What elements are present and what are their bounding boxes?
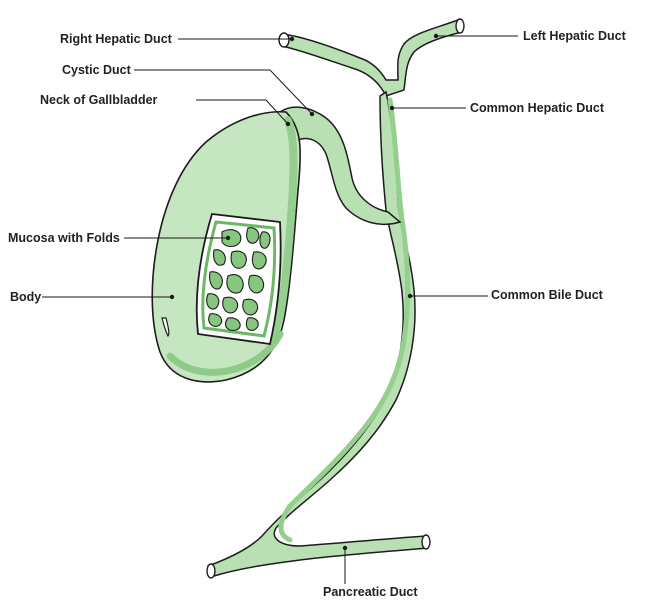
mucosa-fold <box>226 274 244 294</box>
cystic-duct-shape <box>278 106 402 226</box>
mucosa-fold <box>209 271 223 290</box>
mucosa-fold <box>251 251 267 270</box>
duct-inner-band <box>278 97 411 543</box>
leader-dot <box>309 111 315 117</box>
mucosa-fold <box>230 250 247 269</box>
mucosa-fold <box>248 274 265 294</box>
leader-dot <box>285 121 291 127</box>
labels: Right Hepatic Duct Left Hepatic Duct Cys… <box>8 29 627 599</box>
label-left-hepatic-duct: Left Hepatic Duct <box>523 29 627 43</box>
left-hepatic-duct-opening <box>455 18 465 34</box>
mucosa-window-inner-border <box>201 220 277 338</box>
leader-lines <box>42 33 518 584</box>
leader-dot <box>342 545 348 551</box>
leader-dot <box>169 294 175 300</box>
right-hepatic-duct-opening <box>278 32 290 48</box>
mucosa-folds <box>206 227 271 331</box>
label-body: Body <box>10 290 41 304</box>
leader-dot <box>389 105 395 111</box>
gallbladder-fundus-band <box>166 330 284 376</box>
label-cystic-duct: Cystic Duct <box>62 63 132 77</box>
right-hepatic-duct-shape <box>281 19 463 97</box>
leader-neck-of-gallbladder <box>196 99 289 125</box>
label-common-bile-duct: Common Bile Duct <box>491 288 604 302</box>
mucosa-fold <box>208 313 223 327</box>
mucosa-fold <box>225 317 241 331</box>
label-pancreatic-duct: Pancreatic Duct <box>323 585 418 599</box>
mucosa-fold <box>246 227 260 244</box>
mucosa-fold <box>242 298 259 316</box>
leader-dot <box>289 36 295 42</box>
leader-dot <box>407 293 413 299</box>
leader-dot <box>225 235 231 241</box>
mucosa-fold <box>206 293 220 310</box>
label-right-hepatic-duct: Right Hepatic Duct <box>60 32 173 46</box>
leader-cystic-duct <box>134 69 313 115</box>
mucosa-fold <box>221 229 242 248</box>
mucosa-window <box>195 213 282 346</box>
gallbladder-rim <box>268 116 298 344</box>
pancreatic-duct-opening-right <box>421 534 431 550</box>
pancreatic-duct-opening-left <box>206 563 216 579</box>
mucosa-fold <box>213 249 226 266</box>
label-mucosa-with-folds: Mucosa with Folds <box>8 231 120 245</box>
label-common-hepatic-duct: Common Hepatic Duct <box>470 101 605 115</box>
label-neck-of-gallbladder: Neck of Gallbladder <box>40 93 158 107</box>
mucosa-fold <box>259 231 271 249</box>
leader-dot <box>433 33 439 39</box>
mucosa-fold <box>222 296 239 314</box>
gallbladder-slit <box>161 317 170 338</box>
mucosa-fold <box>245 317 259 331</box>
duct-system <box>206 18 465 579</box>
